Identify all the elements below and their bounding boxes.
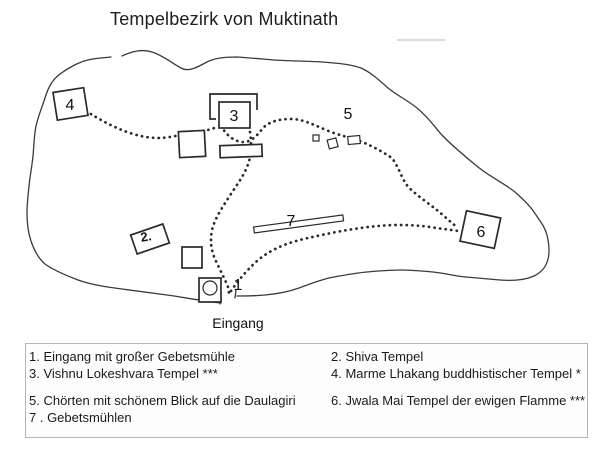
map-label-3: 3	[230, 108, 239, 125]
legend-spacer	[29, 382, 587, 392]
choerten-small-1	[312, 134, 320, 142]
legend-item-5: 5. Chörten mit schönem Blick auf die Dau…	[29, 393, 296, 408]
temple-district-map: 4 3 5 2. 1 7 6 Eingang	[26, 39, 550, 331]
prayer-wheel-circle	[202, 280, 218, 296]
map-label-7: 7	[287, 213, 296, 230]
legend-item-7: 7 . Gebetsmühlen	[29, 410, 132, 425]
building-shiva-tempel-2	[129, 222, 171, 256]
map-label-6: 6	[477, 224, 486, 241]
legend-item-2: 2. Shiva Tempel	[331, 349, 424, 364]
entrance-gap-tick-right	[234, 289, 237, 299]
legend-item-6: 6. Jwala Mai Tempel der ewigen Flamme **…	[331, 393, 586, 408]
choerten-small-3	[347, 134, 361, 146]
page-title: Tempelbezirk von Muktinath	[110, 9, 339, 29]
path-temple3-via-choerten-to-temple6	[219, 117, 460, 230]
building-annex-south	[218, 143, 264, 159]
legend-row: 1. Eingang mit großer Gebetsmühle 2. Shi…	[29, 348, 587, 365]
legend-row: 3. Vishnu Lokeshvara Tempel *** 4. Marme…	[29, 365, 587, 382]
map-boundary-west	[26, 56, 222, 304]
entrance-label: Eingang	[212, 315, 263, 331]
building-marme-lhakang-4	[52, 86, 89, 122]
building-vishnu-lokeshvara-3	[218, 101, 251, 129]
building-annex-west	[177, 129, 207, 159]
map-label-1: 1	[234, 277, 243, 294]
legend-row: 5. Chörten mit schönem Blick auf die Dau…	[29, 392, 587, 409]
building-jwala-mai-6	[459, 209, 502, 250]
map-label-5: 5	[344, 106, 353, 123]
legend-item-3: 3. Vishnu Lokeshvara Tempel ***	[29, 366, 218, 381]
prayer-wheel-row-7	[252, 214, 345, 234]
legend-item-empty	[331, 409, 587, 426]
map-boundary-east	[121, 49, 550, 297]
legend-row: 7 . Gebetsmühlen	[29, 409, 587, 426]
choerten-small-2	[326, 137, 339, 150]
legend-box: 1. Eingang mit großer Gebetsmühle 2. Shi…	[25, 343, 588, 438]
legend-item-1: 1. Eingang mit großer Gebetsmühle	[29, 349, 235, 364]
legend-item-4: 4. Marme Lhakang buddhistischer Tempel *	[331, 366, 581, 381]
path-entrance-to-temple6	[229, 223, 460, 293]
map-label-2: 2.	[139, 228, 152, 245]
building-annex-southwest	[181, 246, 203, 269]
path-temple3-to-entrance	[209, 130, 253, 295]
map-label-4: 4	[66, 97, 75, 114]
